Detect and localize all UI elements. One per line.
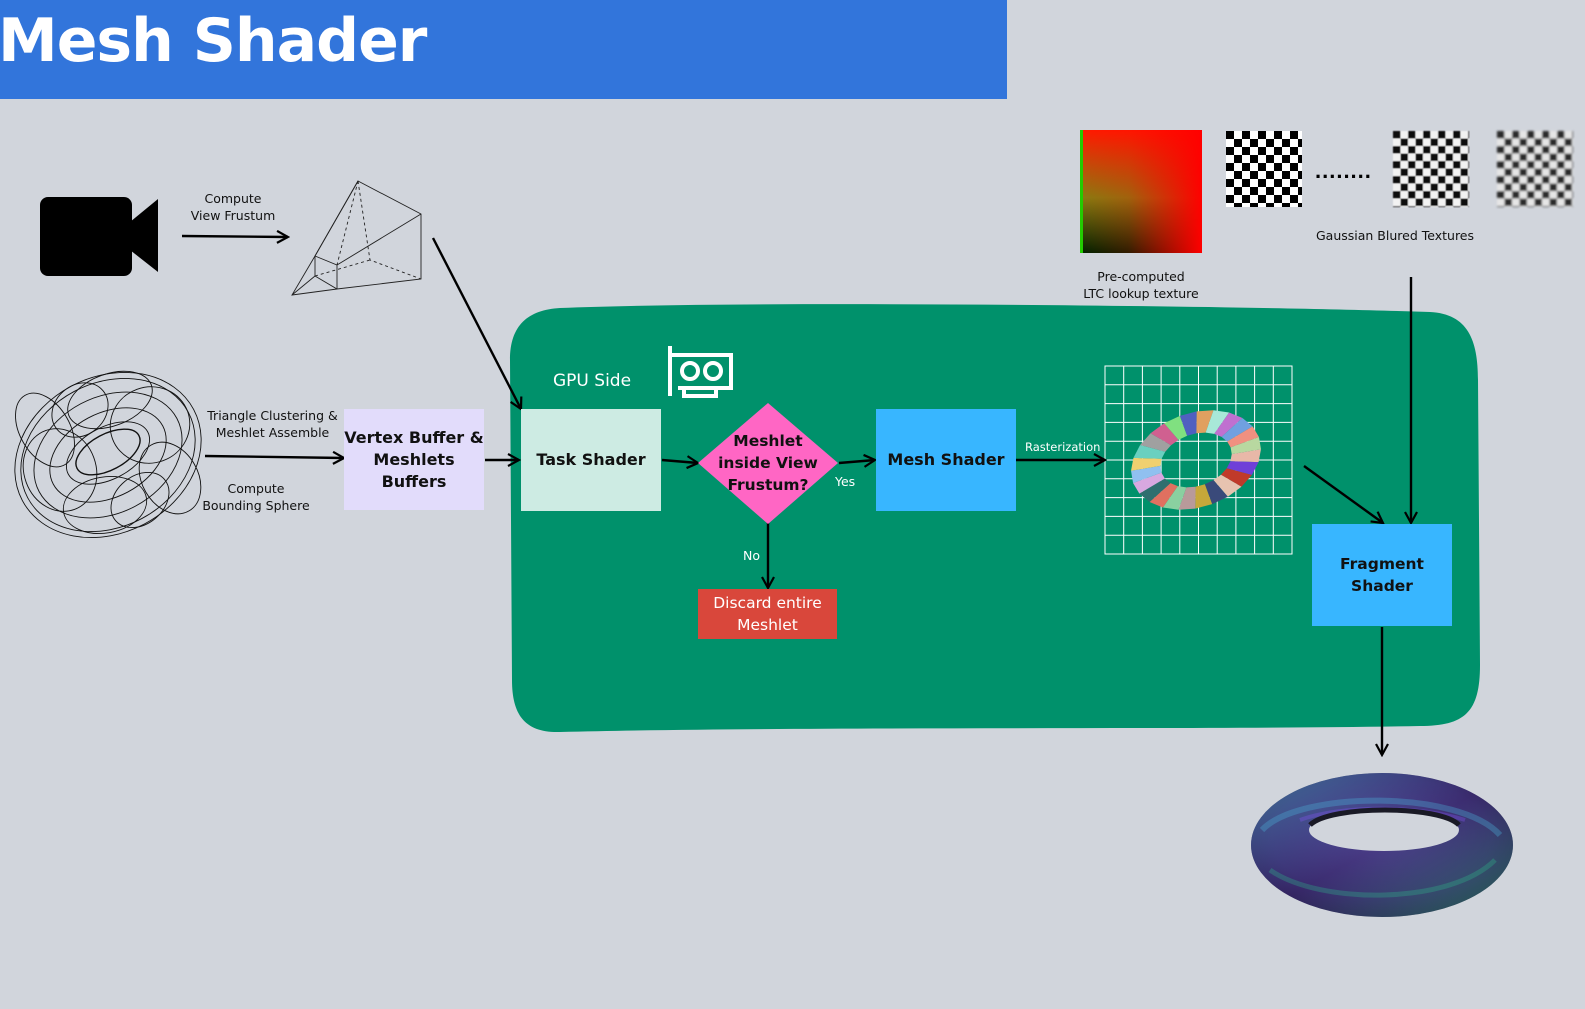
ltc-texture-label: Pre-computed LTC lookup texture <box>1083 269 1199 301</box>
no-label: No <box>743 548 760 563</box>
checker-texture-blur-1 <box>1393 131 1469 207</box>
page-title: Mesh Shader <box>0 6 427 76</box>
meshlet-segment <box>1226 461 1259 475</box>
yes-label: Yes <box>835 474 856 489</box>
decision-diamond <box>698 403 838 524</box>
meshlet-segment <box>1230 437 1261 455</box>
checker-texture-sharp <box>1226 131 1302 207</box>
gpu-card-icon <box>668 346 733 398</box>
meshlet-segment <box>1213 474 1242 497</box>
gaussian-textures-label: Gaussian Blured Textures <box>1315 228 1475 243</box>
compute-bounding-sphere-label: Compute Bounding Sphere <box>202 481 310 513</box>
meshlet-segment <box>1131 457 1162 471</box>
rendered-torus-icon <box>1251 773 1513 917</box>
title-bar <box>0 0 1007 99</box>
meshlet-segment <box>1178 486 1196 510</box>
meshlet-segment <box>1196 410 1214 434</box>
discard-meshlet-box: Discard entire Meshlet <box>698 589 837 639</box>
meshlet-segment <box>1195 484 1213 509</box>
texture-ellipsis: ........ <box>1315 158 1372 183</box>
meshlet-segment <box>1214 412 1243 437</box>
meshlet-segment <box>1139 478 1171 502</box>
ltc-lookup-texture <box>1080 130 1202 253</box>
triangle-clustering-label: Triangle Clustering & Meshlet Assemble <box>207 408 338 440</box>
camera-icon <box>40 197 158 276</box>
meshlet-segment <box>1205 410 1230 434</box>
meshlet-segment <box>1131 465 1162 483</box>
meshlet-segment <box>1149 483 1178 508</box>
meshlet-segment <box>1133 445 1166 459</box>
meshlet-segment <box>1221 418 1253 442</box>
meshlet-segment <box>1164 415 1188 440</box>
meshlet-segment <box>1204 480 1228 505</box>
gpu-side-label: GPU Side <box>553 371 632 391</box>
meshlet-segment <box>1162 486 1187 510</box>
meshlet-segment <box>1179 411 1197 436</box>
checker-texture-blur-2 <box>1497 131 1573 207</box>
meshlet-torus-icon <box>1131 410 1261 510</box>
compute-view-frustum-label: Compute View Frustum <box>190 191 276 223</box>
fragment-shader-box: Fragment Shader <box>1312 524 1452 626</box>
meshlet-segment <box>1150 423 1179 446</box>
meshlet-segment <box>1220 468 1252 487</box>
vertex-buffer-box: Vertex Buffer & Meshlets Buffers <box>344 409 484 510</box>
gpu-region <box>510 304 1480 733</box>
view-frustum-icon <box>291 180 422 296</box>
meshlet-segment <box>1140 433 1172 452</box>
task-shader-box: Task Shader <box>521 409 661 511</box>
wireframe-torus-icon <box>14 370 202 539</box>
meshlet-segment <box>1133 472 1165 494</box>
rasterization-label: Rasterization <box>1025 440 1101 454</box>
meshlet-segment <box>1230 449 1261 463</box>
meshlet-segment <box>1227 426 1259 448</box>
mesh-shader-box: Mesh Shader <box>876 409 1016 511</box>
decision-label: Meshlet inside View Frustum? <box>718 432 818 494</box>
